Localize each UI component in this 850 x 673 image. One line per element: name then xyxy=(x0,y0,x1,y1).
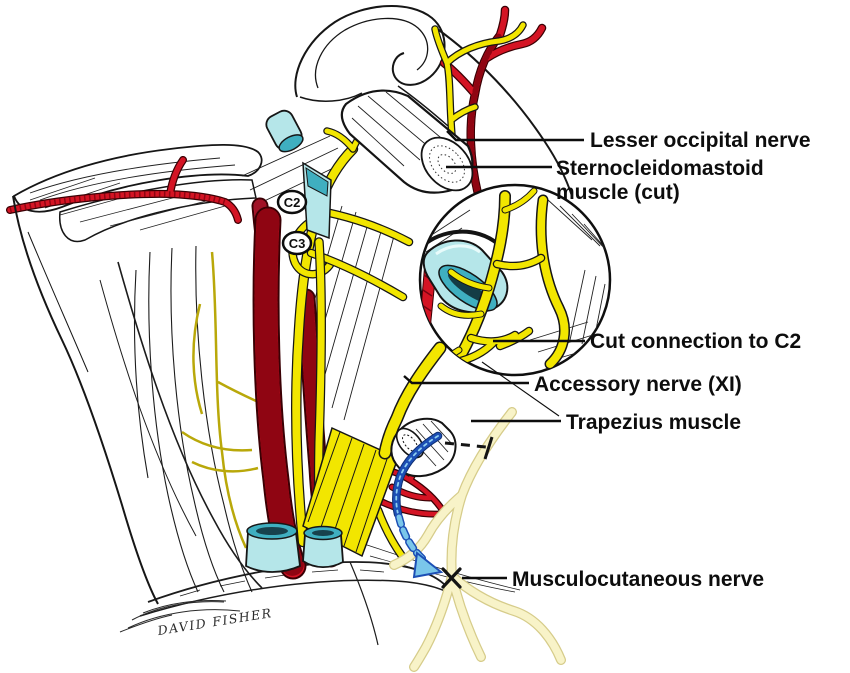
artist-signature: DAVID FISHER xyxy=(119,600,273,638)
lesser-occipital-nerve xyxy=(431,21,527,150)
hidden-course-dashes xyxy=(444,436,494,460)
c2-badge: C2 xyxy=(276,189,308,215)
leader-accessory xyxy=(403,375,529,385)
label-scm-line1: Sternocleidomastoid xyxy=(556,157,764,180)
accessory-nerve xyxy=(378,341,447,460)
leader-trapezius-thin xyxy=(481,361,560,417)
cut-vein-mid xyxy=(302,161,332,240)
ansa-cervicalis-nerves xyxy=(181,251,273,549)
c3-badge-text: C3 xyxy=(289,236,306,251)
label-scm-line2: muscle (cut) xyxy=(556,181,680,204)
jugular-vein-stumps xyxy=(245,522,344,573)
c3-badge: C3 xyxy=(281,230,313,256)
label-trapezius-muscle: Trapezius muscle xyxy=(566,411,741,434)
labels: Lesser occipital nerve Sternocleidomasto… xyxy=(512,129,811,591)
c2-badge-text: C2 xyxy=(284,195,301,210)
facial-artery xyxy=(6,156,242,224)
x-mark xyxy=(441,567,462,589)
label-cut-connection: Cut connection to C2 xyxy=(590,330,801,353)
inset-circle xyxy=(418,183,612,377)
cut-vein-top xyxy=(265,109,304,153)
arrowhead xyxy=(412,551,444,579)
supraclavicular-nerves xyxy=(389,407,566,672)
nerve-course-arrow xyxy=(392,431,444,579)
leader-lesser-occipital xyxy=(446,130,584,142)
nerve-bundle xyxy=(302,426,399,558)
label-accessory-nerve: Accessory nerve (XI) xyxy=(534,373,742,396)
leader-lines xyxy=(403,130,585,580)
label-lesser-occipital-nerve: Lesser occipital nerve xyxy=(590,129,811,152)
label-musculocutaneous-nerve: Musculocutaneous nerve xyxy=(512,568,764,591)
jaw-region xyxy=(6,143,263,243)
ear-outline xyxy=(294,5,446,102)
inset-nerve-network xyxy=(432,187,570,375)
neck-front-outline xyxy=(12,195,159,605)
sternocleidomastoid-cut-stump xyxy=(340,89,474,194)
